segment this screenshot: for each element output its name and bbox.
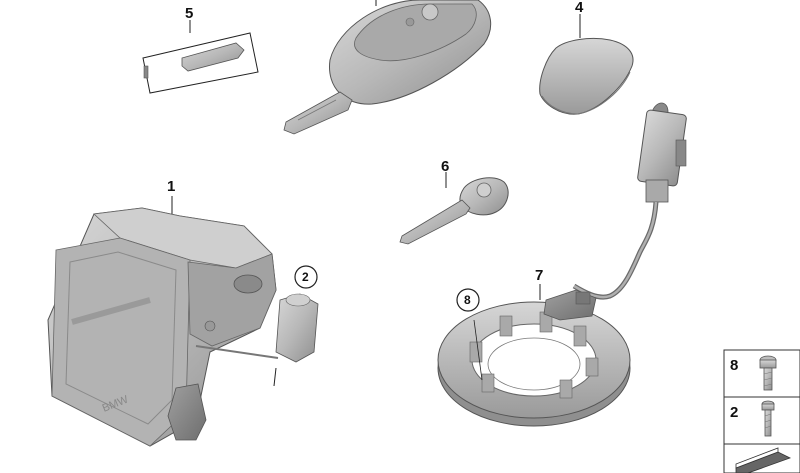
callout-8: 8 <box>464 293 471 307</box>
callout-2-circle: 2 <box>294 265 318 289</box>
callout-4: 4 <box>575 0 584 16</box>
antenna-cable <box>572 102 687 300</box>
callout-8-circle: 8 <box>456 288 480 312</box>
part-7-ring-antenna <box>437 284 631 427</box>
part-4-cover-cap <box>539 14 634 115</box>
part-6-mechanical-key <box>399 172 509 245</box>
callout-7: 7 <box>535 267 543 284</box>
legend-row-2-number: 2 <box>730 404 738 421</box>
part-5-box-outline <box>142 32 259 94</box>
callout-6: 6 <box>441 158 449 175</box>
part-6-key-logo <box>476 182 492 198</box>
key-fob <box>283 0 492 135</box>
key-fob-logo <box>421 3 439 21</box>
callout-2: 2 <box>302 270 309 284</box>
part-5-key-insert <box>142 20 259 94</box>
legend-row-1-number: 8 <box>730 357 738 374</box>
shim-icon <box>735 447 792 473</box>
screw-icon <box>759 355 777 391</box>
callout-5: 5 <box>185 5 193 22</box>
part-1-control-unit: BMW <box>47 196 319 447</box>
fastener-legend: 8 2 <box>723 349 800 473</box>
bolt-icon <box>761 400 775 437</box>
callout-1: 1 <box>167 178 175 195</box>
